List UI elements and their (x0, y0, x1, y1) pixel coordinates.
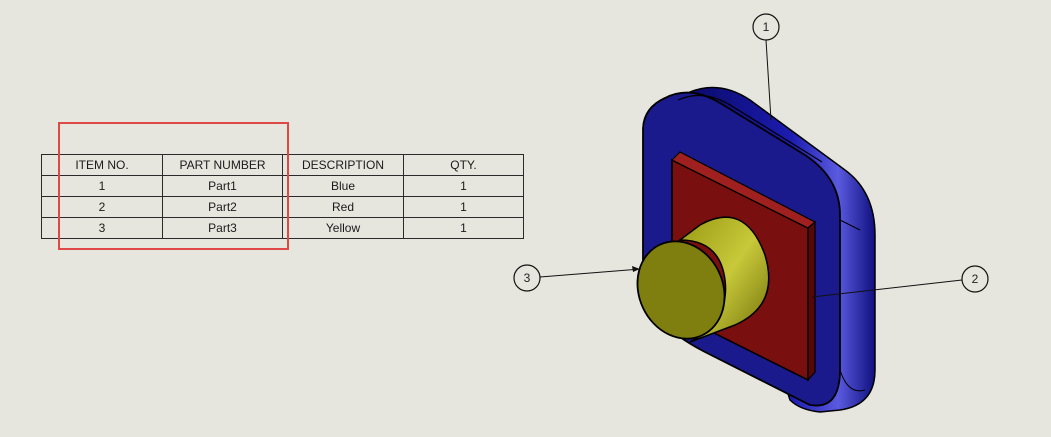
bom-row[interactable]: 3 Part3 Yellow 1 (41, 217, 524, 239)
bom-cell-item[interactable]: 3 (41, 217, 163, 239)
bom-cell-part[interactable]: Part3 (162, 217, 283, 239)
bom-cell-qty[interactable]: 1 (403, 217, 524, 239)
balloon-3-label: 3 (524, 271, 531, 285)
balloon-3[interactable]: 3 (513, 264, 641, 292)
bom-cell-description[interactable]: Yellow (282, 217, 404, 239)
balloon-2[interactable]: 2 (811, 265, 989, 298)
balloon-1-label: 1 (763, 20, 770, 34)
part3-yellow-cylinder[interactable] (622, 216, 770, 353)
balloon-1[interactable]: 1 (752, 13, 780, 121)
balloon-2-label: 2 (972, 272, 979, 286)
bom-table[interactable]: ITEM NO. PART NUMBER DESCRIPTION QTY. 1 … (41, 154, 524, 239)
